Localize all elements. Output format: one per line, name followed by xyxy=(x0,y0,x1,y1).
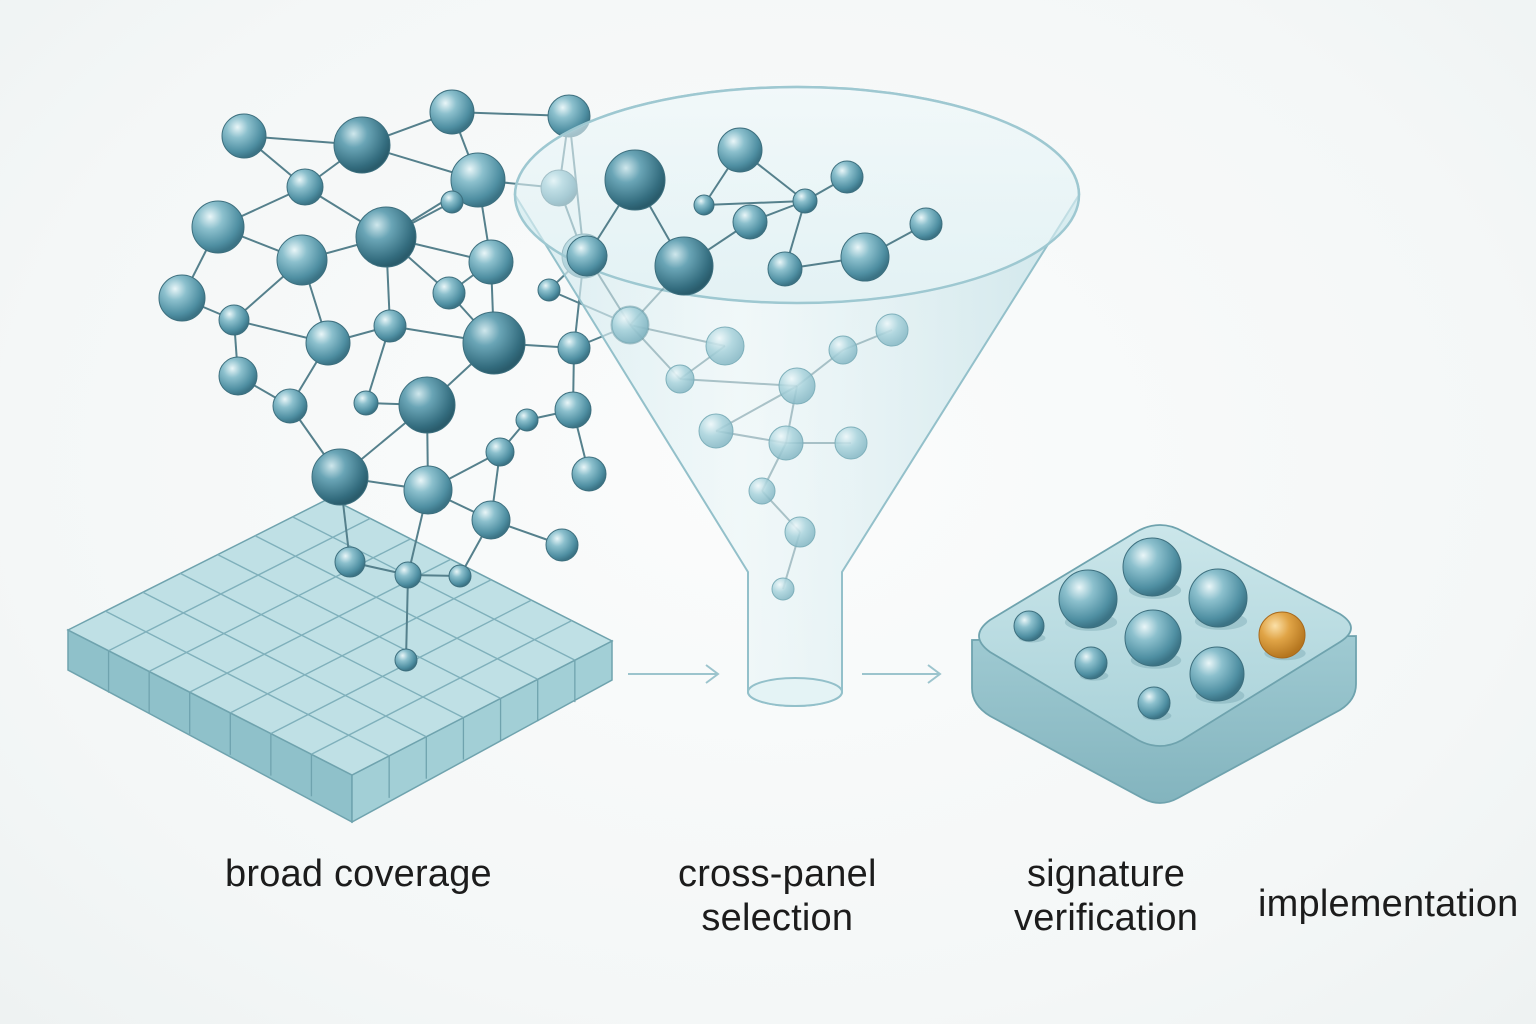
tray-node xyxy=(1137,686,1171,720)
funnel-network-node xyxy=(705,326,745,366)
tray-node xyxy=(1124,609,1182,667)
funnel-network-edge xyxy=(679,378,798,387)
label-line: selection xyxy=(701,897,854,939)
label-cross-panel-selection: cross-panel selection xyxy=(678,852,877,940)
funnel-network-node xyxy=(784,516,816,548)
grid-line xyxy=(142,591,427,738)
label-line: verification xyxy=(1014,897,1199,939)
tray-node xyxy=(1058,569,1118,629)
network-node xyxy=(286,168,324,206)
network-node xyxy=(398,376,456,434)
network-node xyxy=(373,309,407,343)
arrow-funnel-to-tray xyxy=(862,664,942,684)
grid-plate xyxy=(66,497,614,824)
grid-line xyxy=(292,516,576,661)
network-node xyxy=(554,391,592,429)
funnel-network-node xyxy=(665,364,695,394)
label-line: implementation xyxy=(1258,883,1519,925)
network-node xyxy=(276,234,328,286)
funnel-network-node xyxy=(834,426,868,460)
funnel-network-node xyxy=(792,188,818,214)
tray-nodes xyxy=(1013,537,1306,721)
funnel-network-node xyxy=(566,235,608,277)
network-node xyxy=(462,311,526,375)
label-broad-coverage: broad coverage xyxy=(225,852,492,896)
network-node xyxy=(191,200,245,254)
network-node xyxy=(353,390,379,416)
funnel-network-node xyxy=(717,127,763,173)
highlighted-node xyxy=(1258,611,1306,659)
network-node xyxy=(557,331,591,365)
grid-line xyxy=(229,579,492,714)
funnel-network-node xyxy=(828,335,858,365)
network-node xyxy=(471,500,511,540)
network-edge xyxy=(405,574,409,661)
network-node xyxy=(440,190,464,214)
funnel-network-node xyxy=(768,425,804,461)
funnel-network-node xyxy=(909,207,943,241)
funnel-network-nodes xyxy=(566,127,943,601)
network-node xyxy=(334,546,366,578)
grid-line xyxy=(105,610,390,757)
funnel-network-node xyxy=(771,577,795,601)
network-node xyxy=(305,320,351,366)
network-node xyxy=(272,388,308,424)
network-node xyxy=(355,206,417,268)
funnel-network-node xyxy=(732,204,768,240)
label-signature-verification: signature verification xyxy=(1014,852,1198,940)
funnel-network-node xyxy=(875,313,909,347)
funnel-network-node xyxy=(698,413,734,449)
grid-line xyxy=(311,619,573,755)
network-node xyxy=(218,356,258,396)
network-node xyxy=(403,465,453,515)
label-line: broad coverage xyxy=(225,853,492,895)
network-node xyxy=(432,276,466,310)
funnel-network-node xyxy=(767,251,803,287)
network-node xyxy=(158,274,206,322)
funnel-network-node xyxy=(604,149,666,211)
network-node xyxy=(394,561,422,589)
network-node xyxy=(333,116,391,174)
funnel-network-edge xyxy=(703,200,806,206)
funnel-network-node xyxy=(840,232,890,282)
network-node xyxy=(537,278,561,302)
network-node xyxy=(515,408,539,432)
grid-line xyxy=(254,535,539,680)
label-line: signature xyxy=(1026,853,1186,895)
funnel-network-node xyxy=(611,306,649,344)
network-node xyxy=(545,528,579,562)
tray-node xyxy=(1074,646,1108,680)
network-node xyxy=(448,564,472,588)
grid-line xyxy=(179,572,464,719)
label-implementation: implementation xyxy=(1258,882,1519,926)
network-node xyxy=(311,448,369,506)
funnel-network-node xyxy=(778,367,816,405)
funnel-network-node xyxy=(693,194,715,216)
label-line: cross-panel xyxy=(678,853,877,895)
grid-line xyxy=(217,553,501,700)
network-node xyxy=(450,152,506,208)
funnel-network-node xyxy=(654,236,714,296)
grid-line xyxy=(108,517,371,652)
network-node xyxy=(429,89,475,135)
tray-node xyxy=(1013,610,1045,642)
network-node xyxy=(468,239,514,285)
grid-line xyxy=(148,538,411,673)
network-node xyxy=(571,456,607,492)
tray-node xyxy=(1189,646,1245,702)
network-node xyxy=(485,437,515,467)
funnel-network-node xyxy=(748,477,776,505)
network-node xyxy=(218,304,250,336)
tray-node xyxy=(1188,568,1248,628)
arrow-plate-to-funnel xyxy=(628,664,720,684)
network-node xyxy=(394,648,418,672)
tray-node xyxy=(1122,537,1182,597)
funnel-network-node xyxy=(830,160,864,194)
network-node xyxy=(221,113,267,159)
